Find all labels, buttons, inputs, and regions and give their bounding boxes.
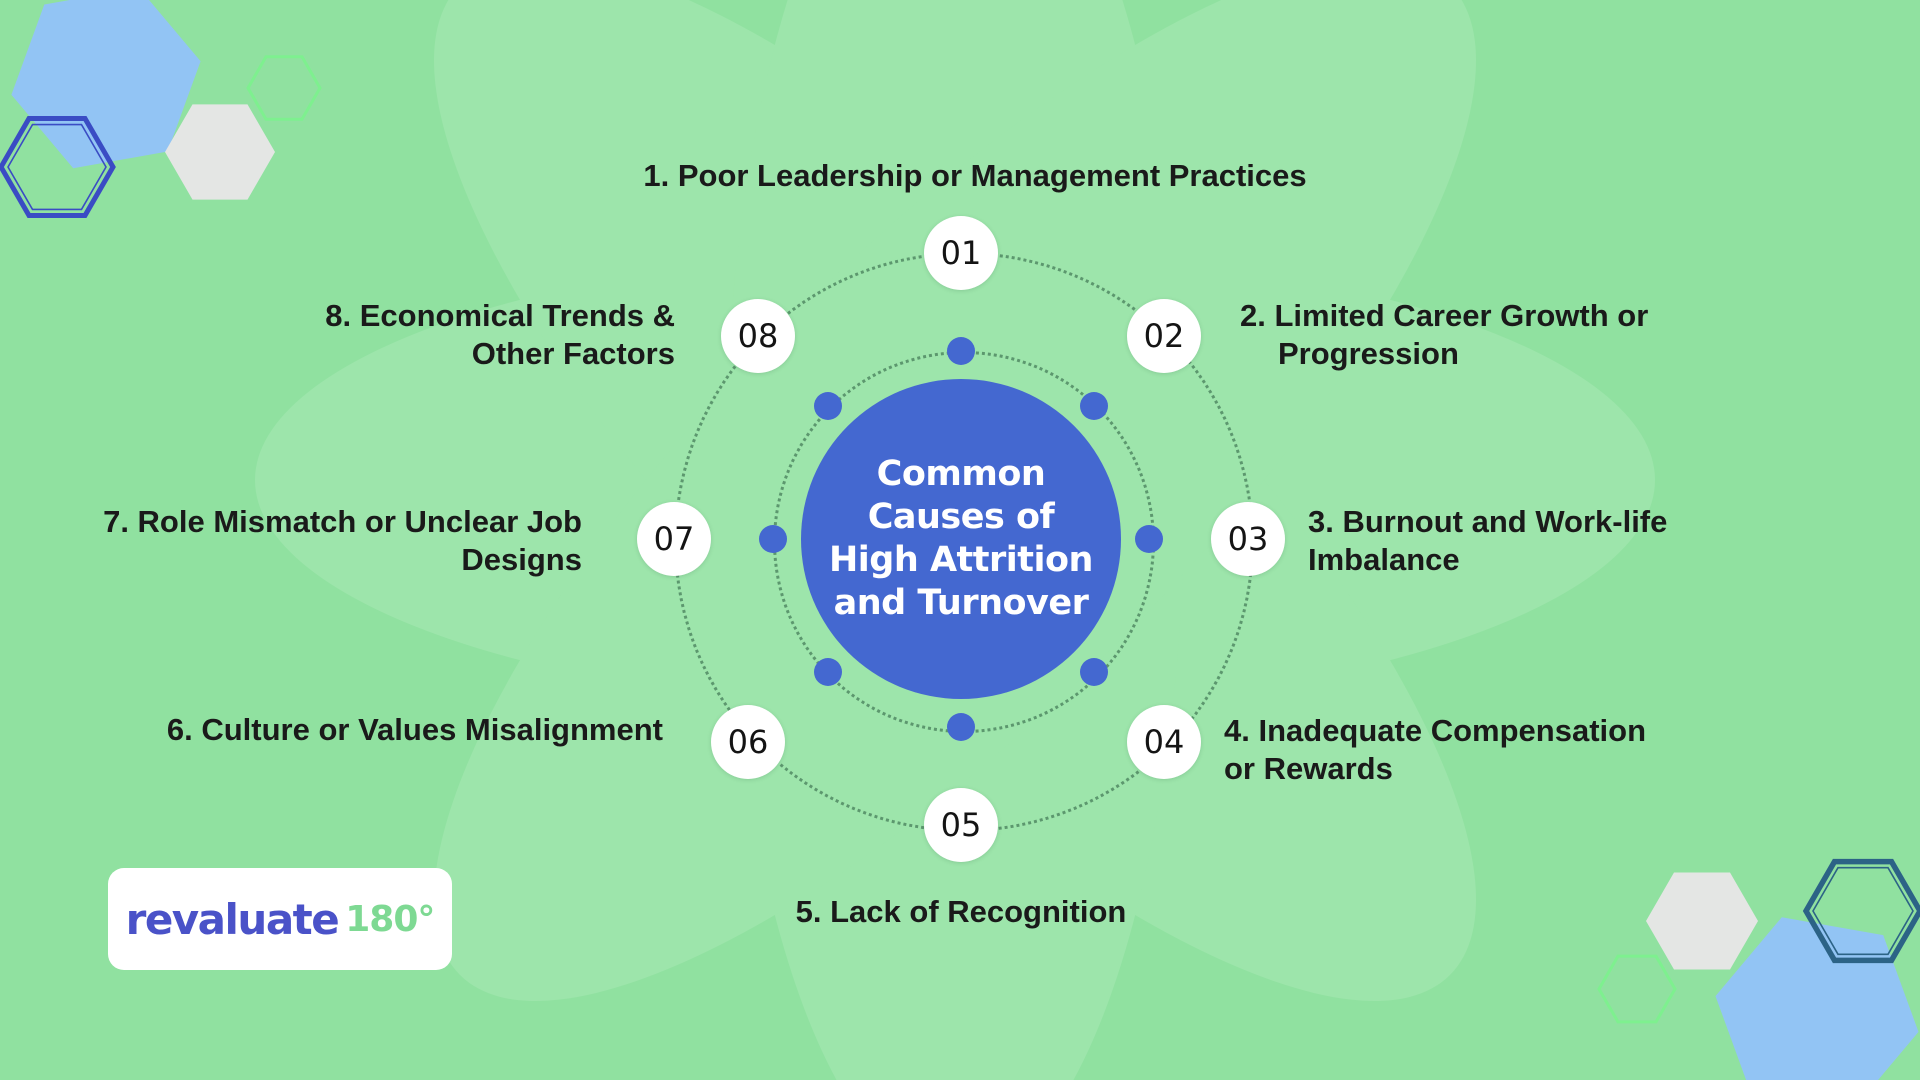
orbit-dot bbox=[947, 713, 975, 741]
hexagon-outline-teal-inner bbox=[1812, 866, 1914, 956]
cause-node-04: 04 bbox=[1127, 705, 1201, 779]
cause-node-03: 03 bbox=[1211, 502, 1285, 576]
cause-label-5: 5. Lack of Recognition bbox=[795, 894, 1127, 929]
cause-label-6: 6. Culture or Values Misalignment bbox=[166, 712, 663, 747]
hexagon-outline-green bbox=[246, 55, 322, 121]
hexagon-filled-blue bbox=[11, 0, 201, 169]
logo-brand-text: revaluate bbox=[125, 894, 340, 944]
logo-suffix-text: 180° bbox=[345, 898, 435, 940]
orbit-dot bbox=[1080, 392, 1108, 420]
cause-node-05: 05 bbox=[924, 788, 998, 862]
hexagon-filled-gray bbox=[1646, 872, 1758, 970]
cause-label-8: 8. Economical Trends &Other Factors bbox=[325, 298, 675, 371]
hexagon-outline-green bbox=[1597, 954, 1677, 1024]
cause-node-02: 02 bbox=[1127, 299, 1201, 373]
cause-node-08: 08 bbox=[721, 299, 795, 373]
hexagon-cluster-top-left bbox=[0, 0, 322, 218]
cause-node-06: 06 bbox=[711, 705, 785, 779]
hexagon-outline-teal bbox=[1802, 858, 1920, 964]
orbit-dot bbox=[1135, 525, 1163, 553]
hexagon-cluster-bottom-right bbox=[1597, 858, 1920, 1080]
orbit-dot bbox=[814, 658, 842, 686]
orbit-dot bbox=[947, 337, 975, 365]
cause-node-01: 01 bbox=[924, 216, 998, 290]
orbit-dot bbox=[759, 525, 787, 553]
cause-label-1: 1. Poor Leadership or Management Practic… bbox=[643, 158, 1307, 193]
hexagon-filled-gray bbox=[165, 104, 275, 200]
cause-node-07: 07 bbox=[637, 502, 711, 576]
hexagon-outline-royal-inner bbox=[7, 123, 107, 211]
orbit-dot bbox=[814, 392, 842, 420]
logo-badge: revaluate 180° bbox=[108, 868, 452, 970]
hexagon-outline-royal bbox=[0, 116, 116, 218]
orbit-dot bbox=[1080, 658, 1108, 686]
